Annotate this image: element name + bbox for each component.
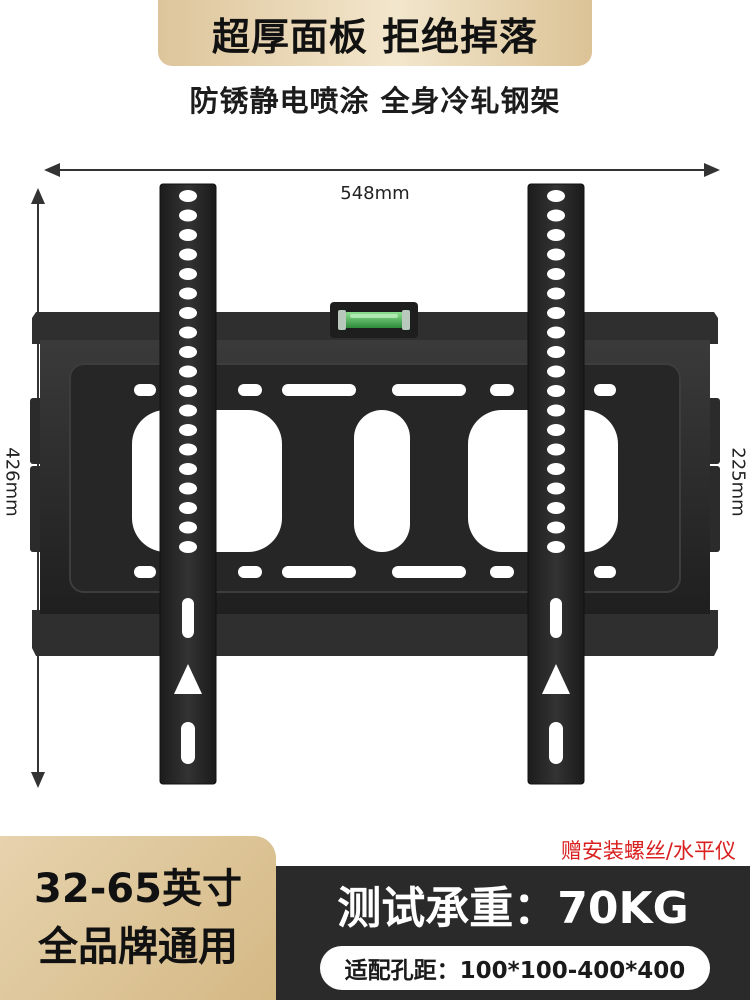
hole-spacing-label: 225mm xyxy=(727,447,749,517)
mount-diagram xyxy=(30,163,720,788)
arm-hole xyxy=(179,463,197,475)
arm-hole xyxy=(547,404,565,417)
arm-slot xyxy=(550,598,562,638)
arm-hole xyxy=(547,268,565,280)
arm-hole xyxy=(547,190,565,202)
arm-hole xyxy=(547,365,565,378)
arm-slot xyxy=(182,598,194,638)
arm-hole xyxy=(547,209,565,222)
arm-hole xyxy=(547,385,565,397)
arm-hole xyxy=(547,443,565,456)
width-dimension-label: 548mm xyxy=(340,183,410,204)
arm-hole xyxy=(179,385,197,397)
bubble-level-icon xyxy=(330,302,418,338)
arm-hole xyxy=(179,229,197,241)
hole-spacing-spec: 适配孔距：100*100-400*400 xyxy=(344,958,686,984)
height-dimension-label: 426mm xyxy=(1,447,23,517)
brand-compatibility: 全品牌通用 xyxy=(38,924,238,970)
arm-bottom-slot xyxy=(181,722,195,764)
arm-holes xyxy=(174,190,570,764)
arm-hole xyxy=(547,541,565,553)
arm-hole xyxy=(547,521,565,534)
arm-hole xyxy=(179,521,197,534)
arm-hole xyxy=(547,502,565,514)
arm-hole xyxy=(547,326,565,339)
arm-hook-cutout xyxy=(174,664,202,694)
feature-subtitle: 防锈静电喷涂 全身冷轧钢架 xyxy=(189,84,561,118)
arm-hole xyxy=(179,502,197,514)
arm-bottom-slot xyxy=(549,722,563,764)
arm-hole xyxy=(179,482,197,495)
arm-hole xyxy=(547,463,565,475)
load-spec-block: 测试承重：70KG 适配孔距：100*100-400*400 xyxy=(276,866,750,1000)
arm-hole xyxy=(547,287,565,300)
width-dimension-arrow xyxy=(44,163,720,177)
top-banner: 超厚面板 拒绝掉落 xyxy=(158,0,592,66)
arm-hole xyxy=(179,209,197,222)
hole-spacing-pill: 适配孔距：100*100-400*400 xyxy=(320,946,710,990)
arm-hole xyxy=(179,307,197,319)
arm-hole xyxy=(547,482,565,495)
arm-hole xyxy=(179,248,197,261)
arm-hole xyxy=(547,346,565,358)
arm-hole xyxy=(179,365,197,378)
arm-hole xyxy=(179,268,197,280)
arm-hole xyxy=(547,229,565,241)
arm-hole xyxy=(179,190,197,202)
screen-size-range: 32-65英寸 xyxy=(34,866,242,912)
arm-hole xyxy=(179,443,197,456)
wall-plate xyxy=(30,312,720,656)
arm-hook-cutout xyxy=(542,664,570,694)
compatibility-block: 32-65英寸 全品牌通用 xyxy=(0,836,276,1000)
arm-hole xyxy=(547,307,565,319)
arm-hole xyxy=(179,404,197,417)
arm-hole xyxy=(179,346,197,358)
gift-note: 赠安装螺丝/水平仪 xyxy=(560,839,736,863)
arm-hole xyxy=(179,424,197,436)
arm-hole xyxy=(179,541,197,553)
arm-hole xyxy=(547,424,565,436)
banner-title: 超厚面板 拒绝掉落 xyxy=(211,14,539,59)
arm-hole xyxy=(179,326,197,339)
load-capacity-title: 测试承重：70KG xyxy=(337,883,689,934)
arm-hole xyxy=(179,287,197,300)
arm-hole xyxy=(547,248,565,261)
